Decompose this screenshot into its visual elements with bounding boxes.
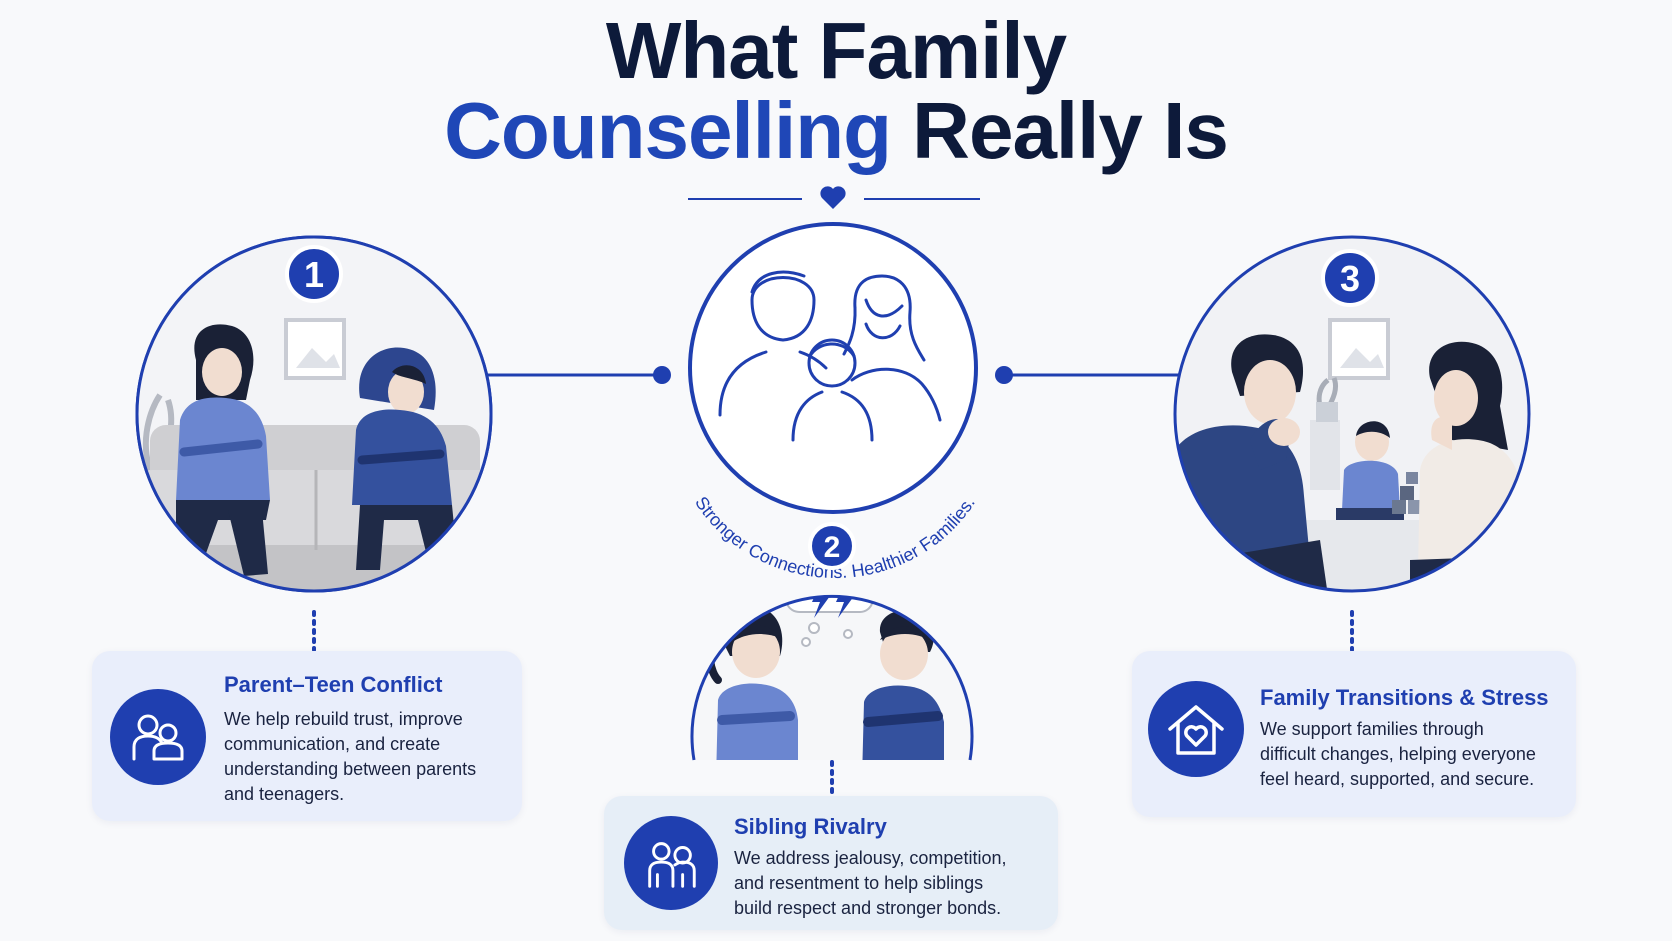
card-sibling-rivalry: Sibling Rivalry We address jealousy, com… [604, 796, 1058, 930]
title-line-1: What Family [605, 6, 1067, 95]
title-divider [688, 186, 980, 209]
heart-icon [820, 186, 846, 209]
card-text-family-transitions: We support families through difficult ch… [1260, 719, 1536, 789]
family-icon [718, 270, 942, 442]
house-heart-icon [1148, 681, 1244, 777]
title-line-2: Counselling Really Is [0, 86, 1672, 176]
scene-sibling-rivalry [690, 594, 974, 761]
step-number-1: 1 [304, 254, 324, 295]
card-text-parent-teen: We help rebuild trust, improve communica… [224, 709, 477, 804]
card-title-parent-teen: Parent–Teen Conflict [224, 672, 443, 697]
connectors [312, 366, 1354, 798]
step-badge-3: 3 [1321, 249, 1379, 307]
step-badge-1: 1 [285, 245, 343, 303]
title-rest: Really Is [912, 86, 1229, 175]
step-number-2: 2 [824, 531, 841, 564]
step-number-3: 3 [1340, 258, 1360, 299]
lightning-icon [812, 596, 830, 618]
card-title-sibling-rivalry: Sibling Rivalry [734, 814, 887, 839]
title-highlight: Counselling [444, 86, 892, 175]
card-family-transitions: Family Transitions & Stress We support f… [1132, 651, 1576, 817]
thought-cloud [785, 596, 875, 647]
parent-teen-icon [110, 689, 206, 785]
scene-parent-teen [135, 235, 493, 593]
card-parent-teen: Parent–Teen Conflict We help rebuild tru… [92, 651, 522, 821]
siblings-icon [624, 816, 718, 910]
step-badge-2: 2 [808, 522, 856, 570]
card-text-sibling-rivalry: We address jealousy, competition, and re… [734, 848, 1007, 918]
card-title-family-transitions: Family Transitions & Stress [1260, 685, 1549, 710]
